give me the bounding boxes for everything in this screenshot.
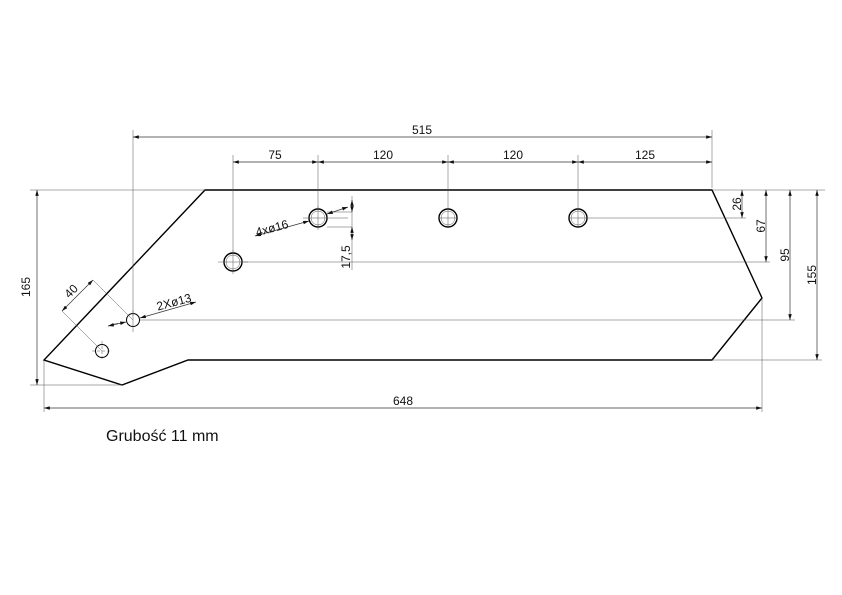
- thickness-note: Grubość 11 mm: [106, 428, 219, 445]
- dim-40: 40: [61, 281, 81, 301]
- small-holes: [92, 310, 140, 361]
- dim-17-5: 17,5: [339, 245, 353, 269]
- dim-67: 67: [754, 219, 768, 233]
- extension-lines: [30, 130, 825, 412]
- dim-120-b: 120: [503, 148, 523, 162]
- dim-26: 26: [730, 197, 744, 211]
- dim-515: 515: [412, 123, 432, 137]
- dimension-lines: [35, 135, 819, 410]
- dim-165: 165: [19, 277, 33, 297]
- dim-120-a: 120: [373, 148, 393, 162]
- hole-4: [568, 208, 588, 228]
- hole-3: [438, 208, 458, 228]
- dim-125: 125: [635, 148, 655, 162]
- callout-2x13: 2Xø13: [155, 291, 193, 314]
- dim-95: 95: [778, 248, 792, 262]
- hole-2: [303, 206, 348, 230]
- dim-648: 648: [393, 394, 413, 408]
- dim-75: 75: [268, 148, 282, 162]
- callout-4x16: 4xø16: [254, 217, 290, 239]
- plowshare-outline: [42, 189, 763, 386]
- dim-155: 155: [805, 265, 819, 285]
- large-holes: [218, 206, 588, 274]
